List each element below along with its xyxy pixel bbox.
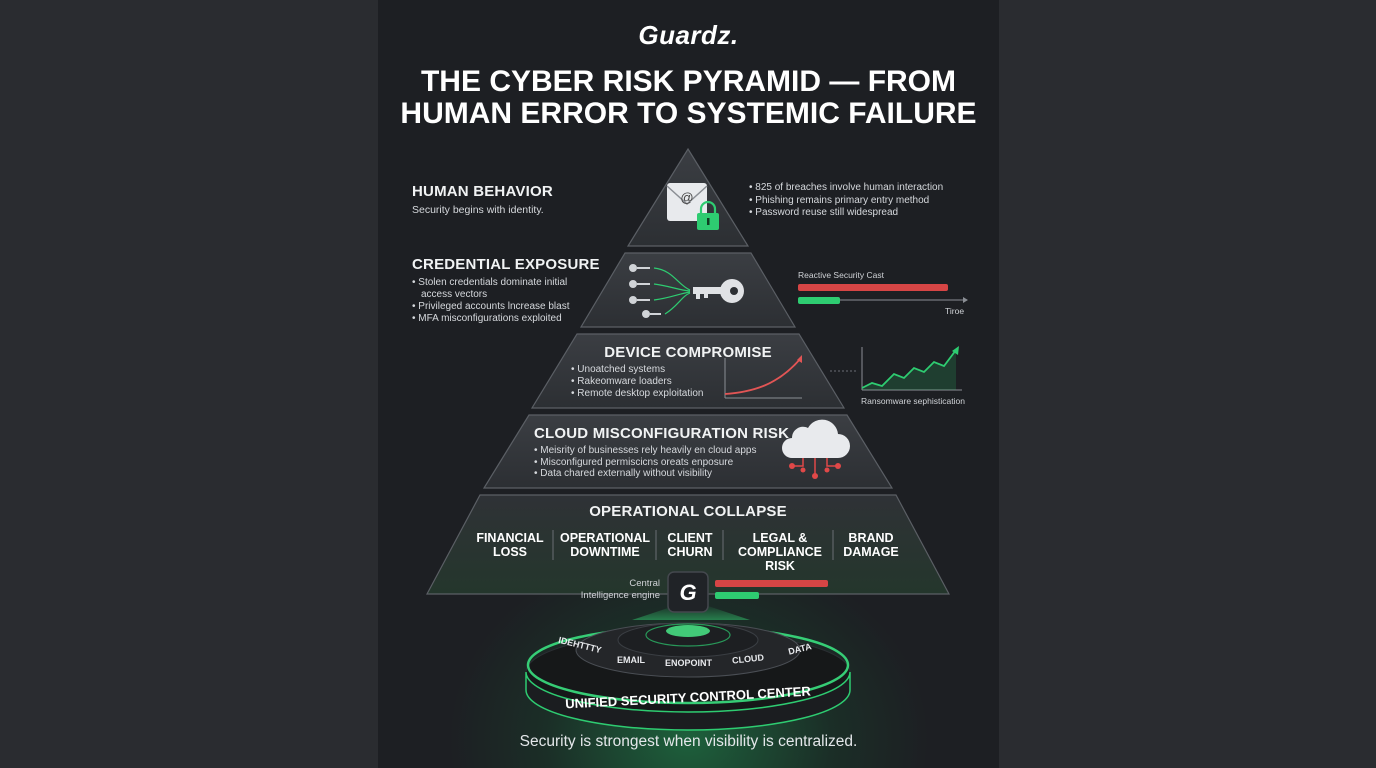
outcome-client-churn: CLIENT CHURN [667,531,713,559]
page-title: THE CYBER RISK PYRAMID — FROM HUMAN ERRO… [400,65,977,130]
guardz-g-icon: G [667,571,709,613]
credential-exposure-bullet: • Privileged accounts lncrease blast [412,301,570,312]
tier-operational-collapse [425,494,951,595]
credential-exposure-bullet: • MFA misconfigurations exploited [412,313,562,324]
engine-label-line2: Intelligence engine [580,590,660,601]
human-behavior-bullet: • Password reuse still widespread [749,207,899,218]
reactive-cost-chart-title: Reactive Security Cast [798,270,884,280]
credential-exposure-bullet: • Stolen credentials dominate initial [412,277,568,288]
device-compromise-heading: DEVICE COMPROMISE [604,344,772,361]
human-behavior-bullet: • Phishing remains primary entry method [749,195,930,206]
reactive-cost-chart-axis-label: Tiroe [945,306,965,316]
engine-beam [632,606,750,620]
proactive-cost-bar [798,297,840,304]
operational-collapse-heading: OPERATIONAL COLLAPSE [589,503,787,520]
reactive-cost-chart [798,284,968,304]
credential-exposure-heading: CREDENTIAL EXPOSURE [412,256,600,273]
outcome-legal-compliance-risk: LEGAL & COMPLIANCE RISK [737,531,823,573]
ransomware-chart-label: Ransomware sephistication [861,396,965,406]
svg-text:G: G [679,580,696,605]
human-behavior-subtitle: Security begins with identity. [412,204,544,216]
engine-control-bar [715,592,759,599]
footer-tagline: Security is strongest when visibility is… [519,733,858,750]
engine-label-line1: Central [629,578,660,589]
pyramid-graphic: @ [425,147,968,731]
cloud-network-icon [782,419,850,479]
cloud-misconfiguration-bullet: • Data chared externally without visibil… [534,468,713,479]
envelope-lock-icon: @ [666,183,719,230]
device-compromise-bullet: • Rakeomware loaders [571,376,672,387]
tier-cloud-misconfiguration [482,414,894,489]
outcome-brand-damage: BRAND DAMAGE [843,531,899,559]
ring-label-endpoint: ENOPOINT [665,658,713,668]
outcome-operational-downtime: OPERATIONAL DOWNTIME [559,531,651,559]
cloud-misconfiguration-heading: CLOUD MISCONFIGURATION RISK [534,425,790,442]
outcome-financial-loss: FINANCIAL LOSS [476,531,544,559]
ring-label-email: EMAIL [617,655,645,665]
human-behavior-bullet: • 825 of breaches involve human interact… [749,182,944,193]
tier-device-compromise [530,333,846,409]
unified-platform [525,622,851,731]
ransomware-chart [861,346,962,391]
brand-logo: Guardz. [638,20,739,50]
engine-risk-bar [715,580,828,587]
svg-text:@: @ [680,190,693,205]
device-compromise-bullet: • Remote desktop exploitation [571,388,704,399]
key-icon [629,264,744,318]
credential-exposure-bullet: access vectors [421,289,488,300]
human-behavior-heading: HUMAN BEHAVIOR [412,183,553,200]
cloud-misconfiguration-bullet: • Misconfigured permiscicns oreats enpos… [534,457,734,468]
reactive-cost-bar [798,284,948,291]
infographic-panel: @ [378,0,999,768]
cloud-misconfiguration-bullet: • Meisrity of businesses rely heavily en… [534,445,757,456]
device-compromise-bullet: • Unoatched systems [571,364,666,375]
tier-credential-exposure [579,252,797,328]
compromise-trend-chart [724,355,858,399]
